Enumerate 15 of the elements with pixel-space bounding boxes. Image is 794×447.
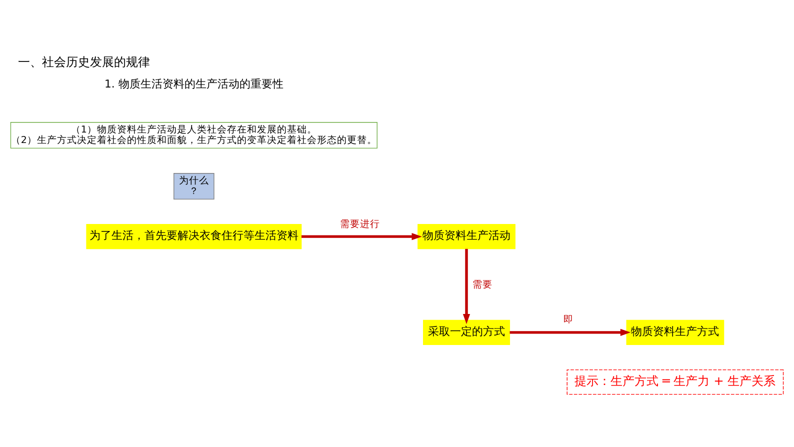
node-box: 物质资料生产活动 xyxy=(418,224,516,249)
node-box: 为了生活，首先要解决衣食住行等生活资料 xyxy=(86,224,302,249)
node-box: 采取一定的方式 xyxy=(423,319,510,344)
arrow xyxy=(510,328,631,336)
diagram-title: 一、社会历史发展的规律 xyxy=(18,54,150,69)
node-box: 为什么 ？ xyxy=(174,172,214,200)
node-box: （1）物质资料生产活动是人类社会存在和发展的基础。 （2）生产方式决定着社会的性质和面貌，生产方式的变革决定着社会形态的更替。 xyxy=(10,122,378,148)
edge-label: 需要 xyxy=(472,278,492,290)
edge-label: 即 xyxy=(563,314,574,326)
arrow xyxy=(301,232,422,240)
label: 1. 物质生活资料的生产活动的重要性 xyxy=(104,77,284,90)
edge-label: 需要进行 xyxy=(340,218,380,230)
arrow xyxy=(462,248,470,324)
node-box: 物质资料生产方式 xyxy=(626,319,724,344)
node-box: 提示：生产方式 ═ 生产力 + 生产关系 xyxy=(566,368,784,394)
